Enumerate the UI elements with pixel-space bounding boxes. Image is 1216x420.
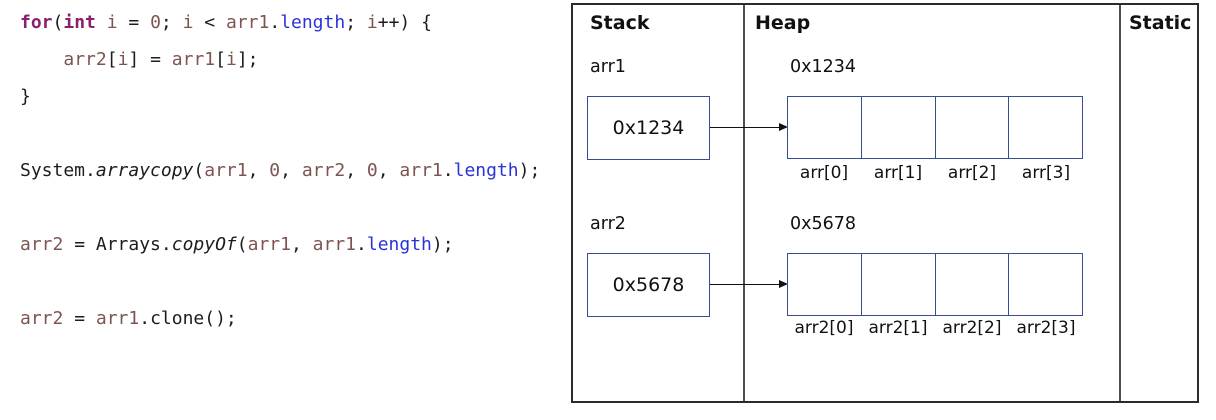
heap-array-arr2	[787, 253, 1083, 316]
heap-array-arr2-index-labels: arr2[0] arr2[1] arr2[2] arr2[3]	[787, 318, 1083, 338]
heap-static-divider	[1119, 5, 1121, 401]
array-cell-label: arr2[3]	[1016, 318, 1076, 338]
code-block: for(int i = 0; i < arr1.length; i++) { a…	[20, 4, 540, 337]
stack-var-label-arr2: arr2	[590, 214, 626, 234]
code-line: arr2 = Arrays.copyOf(arr1, arr1.length);	[20, 234, 454, 255]
array-cell	[788, 97, 862, 158]
pointer-arrow-arr1	[710, 122, 788, 131]
array-cell-label: arr[3]	[1021, 163, 1071, 183]
stack-var-label-arr1: arr1	[590, 57, 626, 77]
code-line: }	[20, 86, 31, 107]
heap-array-arr1	[787, 96, 1083, 159]
array-cell-label: arr2[1]	[868, 318, 928, 338]
code-line: for(int i = 0; i < arr1.length; i++) {	[20, 12, 432, 33]
array-cell	[1009, 254, 1082, 315]
stack-box-arr1: 0x1234	[587, 96, 710, 160]
heap-header: Heap	[755, 12, 811, 34]
array-cell-label: arr[2]	[947, 163, 997, 183]
code-line	[20, 263, 540, 300]
stack-header: Stack	[590, 12, 650, 34]
code-line	[20, 115, 540, 152]
array-cell	[862, 97, 936, 158]
array-cell-label: arr2[0]	[794, 318, 854, 338]
array-cell	[1009, 97, 1082, 158]
code-line	[20, 189, 540, 226]
memory-diagram: Stack Heap Static arr1 0x1234 0x1234 arr…	[571, 3, 1199, 403]
array-cell-label: arr[0]	[799, 163, 849, 183]
array-cell-label: arr[1]	[873, 163, 923, 183]
heap-address-label-arr2: 0x5678	[790, 214, 857, 234]
stack-box-arr1-value: 0x1234	[612, 117, 685, 139]
code-line: arr2[i] = arr1[i];	[63, 49, 259, 70]
array-cell-label: arr2[2]	[942, 318, 1002, 338]
static-header: Static	[1129, 12, 1192, 34]
stack-box-arr2-value: 0x5678	[612, 274, 685, 296]
array-cell	[936, 97, 1010, 158]
array-cell	[862, 254, 936, 315]
array-cell	[936, 254, 1010, 315]
pointer-arrow-arr2	[710, 279, 788, 288]
stack-heap-divider	[743, 5, 745, 401]
stack-box-arr2: 0x5678	[587, 253, 710, 317]
heap-address-label-arr1: 0x1234	[790, 57, 857, 77]
code-line: System.arraycopy(arr1, 0, arr2, 0, arr1.…	[20, 160, 541, 181]
array-cell	[788, 254, 862, 315]
heap-array-arr1-index-labels: arr[0] arr[1] arr[2] arr[3]	[787, 163, 1083, 183]
code-line: arr2 = arr1.clone();	[20, 308, 237, 329]
